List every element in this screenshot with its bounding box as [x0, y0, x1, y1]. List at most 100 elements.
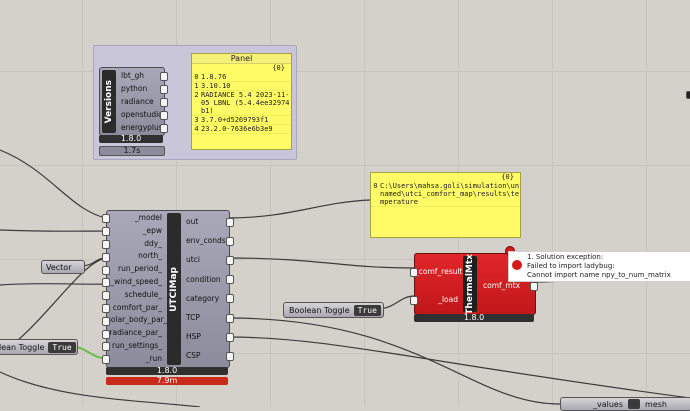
utci-title: UTCIMap [167, 213, 181, 365]
row-text: RADIANCE 5.4 2023-11-05 LBNL (5.4.4ee329… [201, 91, 290, 115]
row-index: 0 [194, 73, 199, 81]
error-icon [512, 260, 522, 270]
row-index: 4 [194, 125, 199, 133]
input-port[interactable]: solar_body_par_ [107, 315, 168, 325]
port-grip-icon[interactable] [160, 97, 168, 107]
boolean-toggle[interactable]: Boolean Toggle True [283, 302, 384, 318]
versions-version: 1.8.0 [99, 135, 163, 143]
node-title [628, 399, 641, 409]
input-port[interactable]: run_settings_ [112, 340, 162, 350]
offscreen-port[interactable] [686, 91, 690, 99]
output-port[interactable]: energyplus [121, 123, 163, 132]
port-grip-icon[interactable] [410, 268, 418, 277]
row-text: 3.7.0+d5269793f1 [201, 116, 269, 124]
port-grip-icon[interactable] [410, 296, 418, 305]
vector-label: Vector [46, 262, 72, 272]
wire [227, 199, 371, 219]
input-port[interactable]: radiance_par_ [109, 328, 162, 338]
output-port[interactable]: CSP [186, 351, 201, 361]
output-port[interactable]: utci [186, 255, 200, 265]
row-text: 3.10.10 [201, 82, 231, 90]
port-grip-icon[interactable] [226, 236, 234, 246]
boolean-toggle-left[interactable]: lean Toggle True [0, 339, 78, 355]
port-grip-icon[interactable] [160, 71, 168, 81]
error-line: 1. Solution exception: [527, 253, 604, 261]
port-grip-icon[interactable] [226, 313, 234, 323]
output-port[interactable]: condition [186, 274, 221, 284]
output-port[interactable]: comf_mtx [483, 281, 521, 290]
input-port[interactable]: run_period_ [118, 264, 162, 274]
output-port[interactable]: lbt_gh [121, 71, 145, 80]
port-grip-icon[interactable] [226, 256, 234, 265]
port-grip-icon[interactable] [226, 294, 234, 304]
versions-title: Versions [102, 70, 116, 133]
error-line: Failed to import ladybug: [527, 262, 615, 270]
input-port[interactable]: _model [134, 213, 162, 222]
error-tooltip: 1. Solution exception:Failed to import l… [508, 251, 690, 282]
vector-param[interactable]: Vector [41, 260, 85, 274]
panel-count: {0} [272, 64, 285, 72]
panel-header: Panel [192, 54, 291, 64]
port-grip-icon[interactable] [102, 304, 110, 313]
thermal-version: 1.8.0 [414, 314, 534, 322]
input-port[interactable]: _wind_speed_ [110, 276, 162, 286]
port-grip-icon[interactable] [102, 342, 110, 352]
output-port[interactable]: out [186, 217, 199, 226]
toggle-value[interactable]: True [353, 304, 381, 316]
port-grip-icon[interactable] [160, 110, 168, 120]
input-port[interactable]: _comf_result [415, 267, 463, 276]
output-port[interactable]: category [186, 293, 220, 303]
port-grip-icon[interactable] [102, 355, 110, 365]
output-port[interactable]: env_conds [186, 236, 226, 246]
output-port[interactable]: radiance [121, 97, 154, 106]
panel-count: {0} [501, 173, 514, 181]
port-grip-icon[interactable] [226, 332, 234, 342]
output-port[interactable]: openstudio [121, 110, 163, 119]
port-grip-icon[interactable] [160, 123, 168, 133]
toggle-value[interactable]: True [48, 341, 76, 353]
toggle-label: lean Toggle [0, 342, 45, 352]
port-grip-icon[interactable] [102, 329, 110, 339]
input-port[interactable]: ddy_ [144, 238, 162, 248]
port-grip-icon[interactable] [102, 278, 110, 288]
port-grip-icon[interactable] [102, 291, 110, 301]
port-grip-icon[interactable] [102, 227, 110, 237]
port-grip-icon[interactable] [226, 217, 234, 227]
input-port[interactable]: comfort_par_ [112, 302, 162, 312]
input-port[interactable]: schedule_ [124, 289, 162, 299]
port-grip-icon[interactable] [102, 265, 110, 275]
row-index: 1 [194, 82, 199, 90]
input-port[interactable]: _run [145, 353, 162, 363]
port-grip-icon[interactable] [160, 84, 168, 94]
bottom-node[interactable]: _values mesh [560, 397, 690, 411]
output-port[interactable]: TCP [186, 312, 200, 322]
input-port[interactable]: _load [438, 295, 458, 304]
wire [0, 149, 107, 219]
input-port[interactable]: _epw [142, 225, 162, 235]
output-port[interactable]: python [121, 84, 148, 93]
port-grip-icon[interactable] [226, 275, 234, 285]
port-grip-icon[interactable] [530, 282, 538, 291]
node-input-label: _values [593, 399, 624, 409]
port-grip-icon[interactable] [102, 316, 110, 326]
wire [0, 229, 107, 232]
utci-version: 1.8.0 [106, 367, 228, 375]
output-port[interactable]: HSP [186, 332, 201, 342]
input-port[interactable]: north_ [138, 251, 162, 261]
port-grip-icon[interactable] [102, 252, 110, 262]
error-line: Cannot import name npy_to_num_matrix [527, 271, 671, 279]
utci-runtime: 7.9m [106, 377, 228, 385]
port-grip-icon[interactable] [102, 240, 110, 249]
port-grip-icon[interactable] [226, 352, 234, 361]
row-index: 2 [194, 91, 199, 99]
utci-map-component[interactable]: _model _epw ddy_ north_ run_period_ _wind_spe… [102, 210, 234, 368]
port-grip-icon[interactable] [102, 214, 110, 224]
toggle-label: Boolean Toggle [289, 305, 350, 315]
wire [0, 371, 201, 407]
